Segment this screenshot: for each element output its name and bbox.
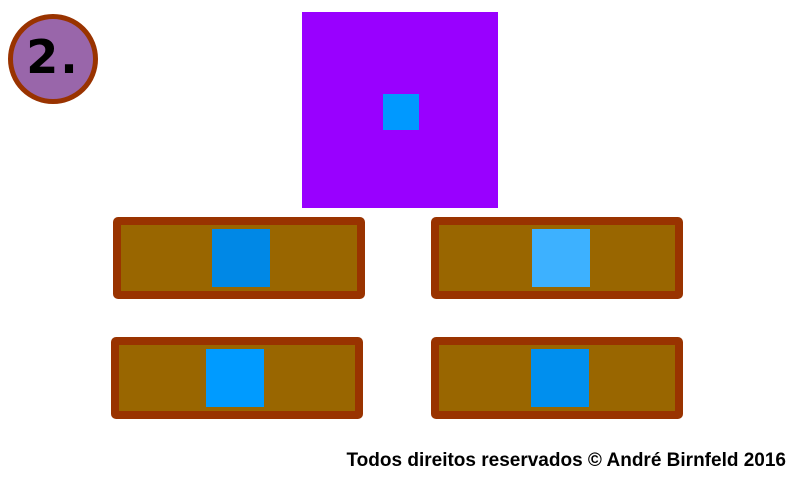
color-option-1-swatch — [212, 229, 270, 287]
target-color-square — [383, 94, 419, 130]
level-badge: 2. — [8, 14, 98, 104]
color-option-2[interactable] — [431, 217, 683, 299]
color-option-3[interactable] — [111, 337, 363, 419]
color-option-4[interactable] — [431, 337, 683, 419]
color-option-1[interactable] — [113, 217, 365, 299]
target-color-panel — [302, 12, 498, 208]
copyright-text: Todos direitos reservados © André Birnfe… — [346, 450, 786, 471]
color-option-3-swatch — [206, 349, 264, 407]
color-option-2-swatch — [532, 229, 590, 287]
color-option-4-swatch — [531, 349, 589, 407]
level-number: 2. — [26, 30, 80, 84]
